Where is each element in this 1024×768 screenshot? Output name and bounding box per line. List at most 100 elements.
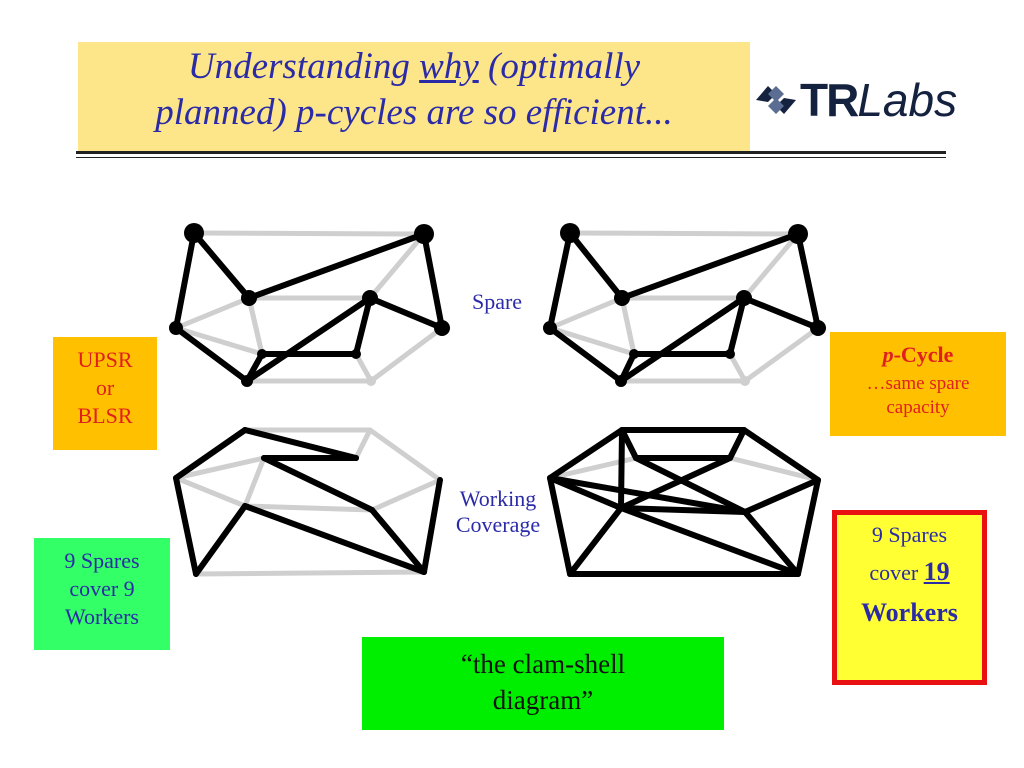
- spare-link-light: [369, 477, 443, 513]
- upsr-blsr-text: UPSR or BLSR: [53, 346, 157, 430]
- working-label-line1: Working: [459, 486, 537, 511]
- pcycle-sub2: capacity: [886, 397, 950, 418]
- spare-link-light: [353, 351, 374, 384]
- spare-link-light: [193, 569, 427, 577]
- spare-link-light: [246, 295, 265, 357]
- title-rule-thick: [76, 151, 946, 154]
- left-coverage-line3: Workers: [65, 604, 139, 629]
- upsr-line1: UPSR: [77, 347, 133, 372]
- spare-link-light: [368, 325, 445, 384]
- link-heavy: [173, 325, 250, 384]
- spare-link-light: [619, 295, 637, 357]
- link-heavy: [242, 503, 427, 575]
- spare-label: Spare: [471, 289, 523, 314]
- upsr-spare-network: [169, 223, 450, 387]
- link-heavy: [367, 295, 445, 331]
- spare-link-light: [191, 230, 427, 237]
- network-node: [810, 320, 826, 336]
- link-heavy: [547, 325, 624, 384]
- link-heavy: [795, 231, 821, 331]
- title-line1-post: (optimally: [478, 46, 641, 87]
- spare-link-light: [547, 295, 625, 331]
- link-heavy: [633, 455, 748, 515]
- link-heavy: [742, 477, 821, 515]
- network-node: [257, 349, 267, 359]
- pcycle-sub1: …same spare: [866, 373, 970, 394]
- pcycle-spare-network: [543, 223, 826, 387]
- pcycle-title: p-Cycle: [830, 342, 1006, 368]
- link-heavy: [619, 231, 801, 301]
- network-node: [615, 375, 627, 387]
- link-heavy: [618, 295, 747, 384]
- clam-line2: diagram”: [492, 685, 594, 715]
- right-coverage-count: 19: [923, 557, 950, 586]
- spare-link-light: [367, 231, 427, 301]
- logo-wordmark: TRLabs: [800, 74, 957, 126]
- link-heavy: [547, 427, 625, 481]
- spare-link-light: [173, 295, 252, 331]
- link-heavy: [244, 295, 373, 384]
- left-coverage-box: [34, 538, 170, 650]
- spare-link-light: [242, 455, 267, 509]
- right-coverage-line1: 9 Spares: [871, 522, 948, 547]
- working-coverage-label: Working Coverage: [440, 486, 556, 538]
- pcycle-title-rest: -Cycle: [893, 342, 954, 367]
- logo-tr: TR: [800, 74, 859, 126]
- network-node: [366, 376, 376, 386]
- spare-link-light: [173, 455, 267, 481]
- spare-link-light: [742, 325, 821, 384]
- network-node: [740, 376, 750, 386]
- link-heavy: [727, 295, 747, 357]
- network-node: [362, 290, 378, 306]
- upsr-blsr-box: [53, 337, 157, 450]
- right-coverage-line2-pre: cover: [869, 560, 924, 585]
- network-node: [241, 375, 253, 387]
- left-coverage-text: 9 Spares cover 9 Workers: [34, 547, 170, 631]
- link-heavy: [191, 230, 252, 301]
- title-line1-pre: Understanding: [187, 46, 420, 87]
- network-node: [788, 224, 808, 244]
- spare-link-light: [353, 427, 373, 461]
- link-heavy: [618, 455, 733, 511]
- pcycle-box: [830, 332, 1006, 436]
- logo-labs: Labs: [857, 74, 958, 126]
- link-heavy: [246, 231, 427, 301]
- link-heavy: [547, 475, 748, 515]
- link-heavy: [173, 427, 248, 481]
- link-heavy: [421, 231, 445, 331]
- pcycle-title-p: p: [882, 342, 894, 367]
- link-heavy: [618, 427, 625, 511]
- right-coverage-box: [832, 510, 987, 685]
- network-node: [169, 321, 183, 335]
- link-heavy: [242, 427, 359, 461]
- network-node: [241, 290, 257, 306]
- title-line2: planned) p-cycles are so efficient...: [155, 92, 673, 133]
- upsr-line3: BLSR: [77, 403, 133, 428]
- spare-link-light: [741, 231, 801, 301]
- spare-link-light: [727, 351, 748, 384]
- clam-line1: “the clam-shell: [460, 649, 626, 679]
- spare-link-light: [173, 325, 265, 357]
- link-heavy: [173, 230, 197, 331]
- clam-shell-box: [362, 637, 724, 730]
- title-banner: [78, 42, 750, 152]
- network-node: [414, 224, 434, 244]
- spare-link-light: [367, 427, 443, 483]
- network-node: [614, 290, 630, 306]
- clam-shell-caption: “the clam-shell diagram”: [362, 646, 724, 718]
- network-node: [351, 349, 361, 359]
- link-heavy: [353, 295, 373, 357]
- spare-link-light: [727, 455, 821, 483]
- pcycle-subtitle: …same spare capacity: [830, 372, 1006, 420]
- spare-link-light: [567, 230, 801, 237]
- link-heavy: [741, 295, 821, 331]
- link-heavy: [567, 505, 624, 577]
- title-emphasis: why: [419, 46, 479, 87]
- network-node: [543, 321, 557, 335]
- link-heavy: [547, 230, 573, 331]
- link-heavy: [547, 475, 573, 577]
- upsr-line2: or: [95, 375, 115, 400]
- link-heavy: [421, 477, 443, 575]
- network-node: [184, 223, 204, 243]
